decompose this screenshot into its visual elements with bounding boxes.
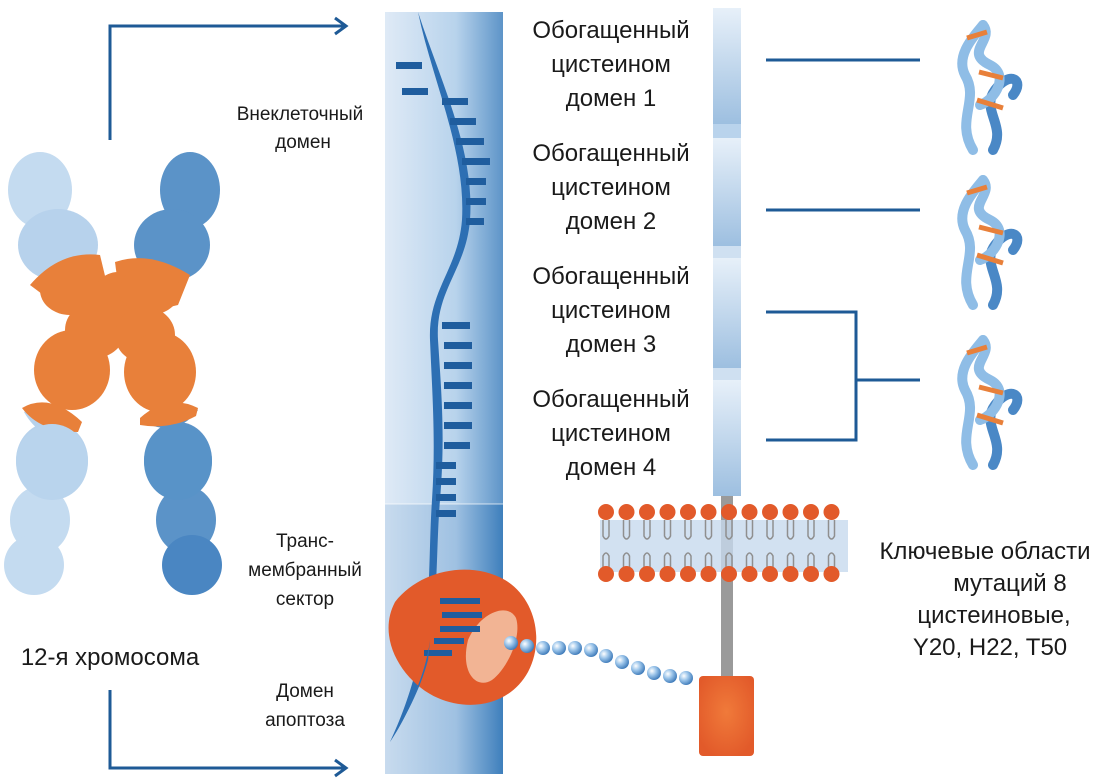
lipid-head: [741, 504, 758, 520]
lipid-head: [762, 566, 778, 582]
lipid-tail: [602, 520, 610, 572]
domain-1-line-2: цистеином: [551, 51, 671, 78]
protein-coil: [957, 335, 1023, 470]
lipid-head: [639, 504, 655, 520]
labels-group: Внеклеточный домен Транс- мембранный сек…: [21, 17, 1091, 731]
lipid-head: [598, 504, 614, 520]
lipid-head: [803, 504, 819, 520]
lipid-tail: [725, 520, 733, 572]
lipid-tail: [643, 520, 651, 572]
lipid-tail: [704, 520, 713, 572]
domain-4-line-3: домен 4: [566, 454, 656, 481]
chromosome: [4, 152, 222, 595]
protein-coil: [957, 175, 1023, 310]
lipid-head: [618, 566, 635, 582]
domain-3-line-3: домен 3: [566, 331, 656, 358]
lipid-tail: [827, 520, 836, 572]
extracellular-label-1: Внеклеточный: [237, 104, 364, 125]
chromosome-left-arm: [4, 152, 144, 595]
domain-2-line-1: Обогащенный: [532, 140, 689, 167]
lipid-tail: [786, 520, 795, 572]
lipid-tail: [663, 520, 672, 572]
lipid-tail: [684, 520, 692, 572]
domain-3-line-1: Обогащенный: [532, 263, 689, 290]
domain-1-line-3: домен 1: [566, 85, 656, 112]
lipid-head: [659, 566, 676, 582]
transmembrane-label-2: мембранный: [248, 560, 362, 581]
mutations-label-3: цистеиновые,: [917, 602, 1070, 629]
ribbon-rungs: [396, 62, 490, 517]
domain-4-line-2: цистеином: [551, 420, 671, 447]
mutations-label-2: мутаций 8: [953, 570, 1066, 597]
lipid-head: [721, 504, 737, 520]
lipid-head: [721, 566, 737, 582]
lipid-head: [700, 566, 717, 582]
transmembrane-label-1: Транс-: [276, 531, 334, 552]
lipid-tail: [745, 520, 754, 572]
transmembrane-label-3: сектор: [276, 589, 334, 610]
lipid-head: [741, 566, 758, 582]
lipid-head: [782, 566, 799, 582]
lipid-head: [639, 566, 655, 582]
lipid-head: [680, 504, 696, 520]
lipid-head: [823, 504, 840, 520]
connector-lines: [766, 58, 920, 442]
lipid-tail: [622, 520, 631, 572]
apoptosis-label-2: апоптоза: [265, 710, 345, 731]
domain-2-line-2: цистеином: [551, 174, 671, 201]
lipid-head: [659, 504, 676, 520]
domain-3-line-2: цистеином: [551, 297, 671, 324]
protein-coils: [957, 20, 1023, 470]
lipid-tail: [766, 520, 774, 572]
chromosome-right-arm: [115, 152, 222, 595]
lipid-head: [680, 566, 696, 582]
apoptosis-label-1: Домен: [276, 681, 334, 702]
mutations-label-4: Y20, H22, T50: [913, 634, 1067, 661]
protein-coil: [957, 20, 1023, 155]
bottom-arrow: [108, 690, 349, 778]
domain-1-line-1: Обогащенный: [532, 17, 689, 44]
lipid-head: [700, 504, 717, 520]
lipid-head: [618, 504, 635, 520]
receptor-stack: [699, 8, 754, 756]
mutations-label-1: Ключевые области: [879, 538, 1090, 565]
lipid-head: [598, 566, 614, 582]
apoptosis-domain-blob: [388, 569, 537, 742]
domain-4-line-1: Обогащенный: [532, 386, 689, 413]
lipid-head: [823, 566, 840, 582]
domain-2-line-3: домен 2: [566, 208, 656, 235]
top-arrow: [108, 16, 349, 140]
lipid-head: [782, 504, 799, 520]
lipid-head: [762, 504, 778, 520]
lipid-bilayer: [598, 504, 848, 582]
chromosome-label: 12-я хромосома: [21, 644, 200, 671]
lipid-tail: [807, 520, 815, 572]
lipid-head: [803, 566, 819, 582]
extracellular-label-2: домен: [275, 132, 331, 153]
